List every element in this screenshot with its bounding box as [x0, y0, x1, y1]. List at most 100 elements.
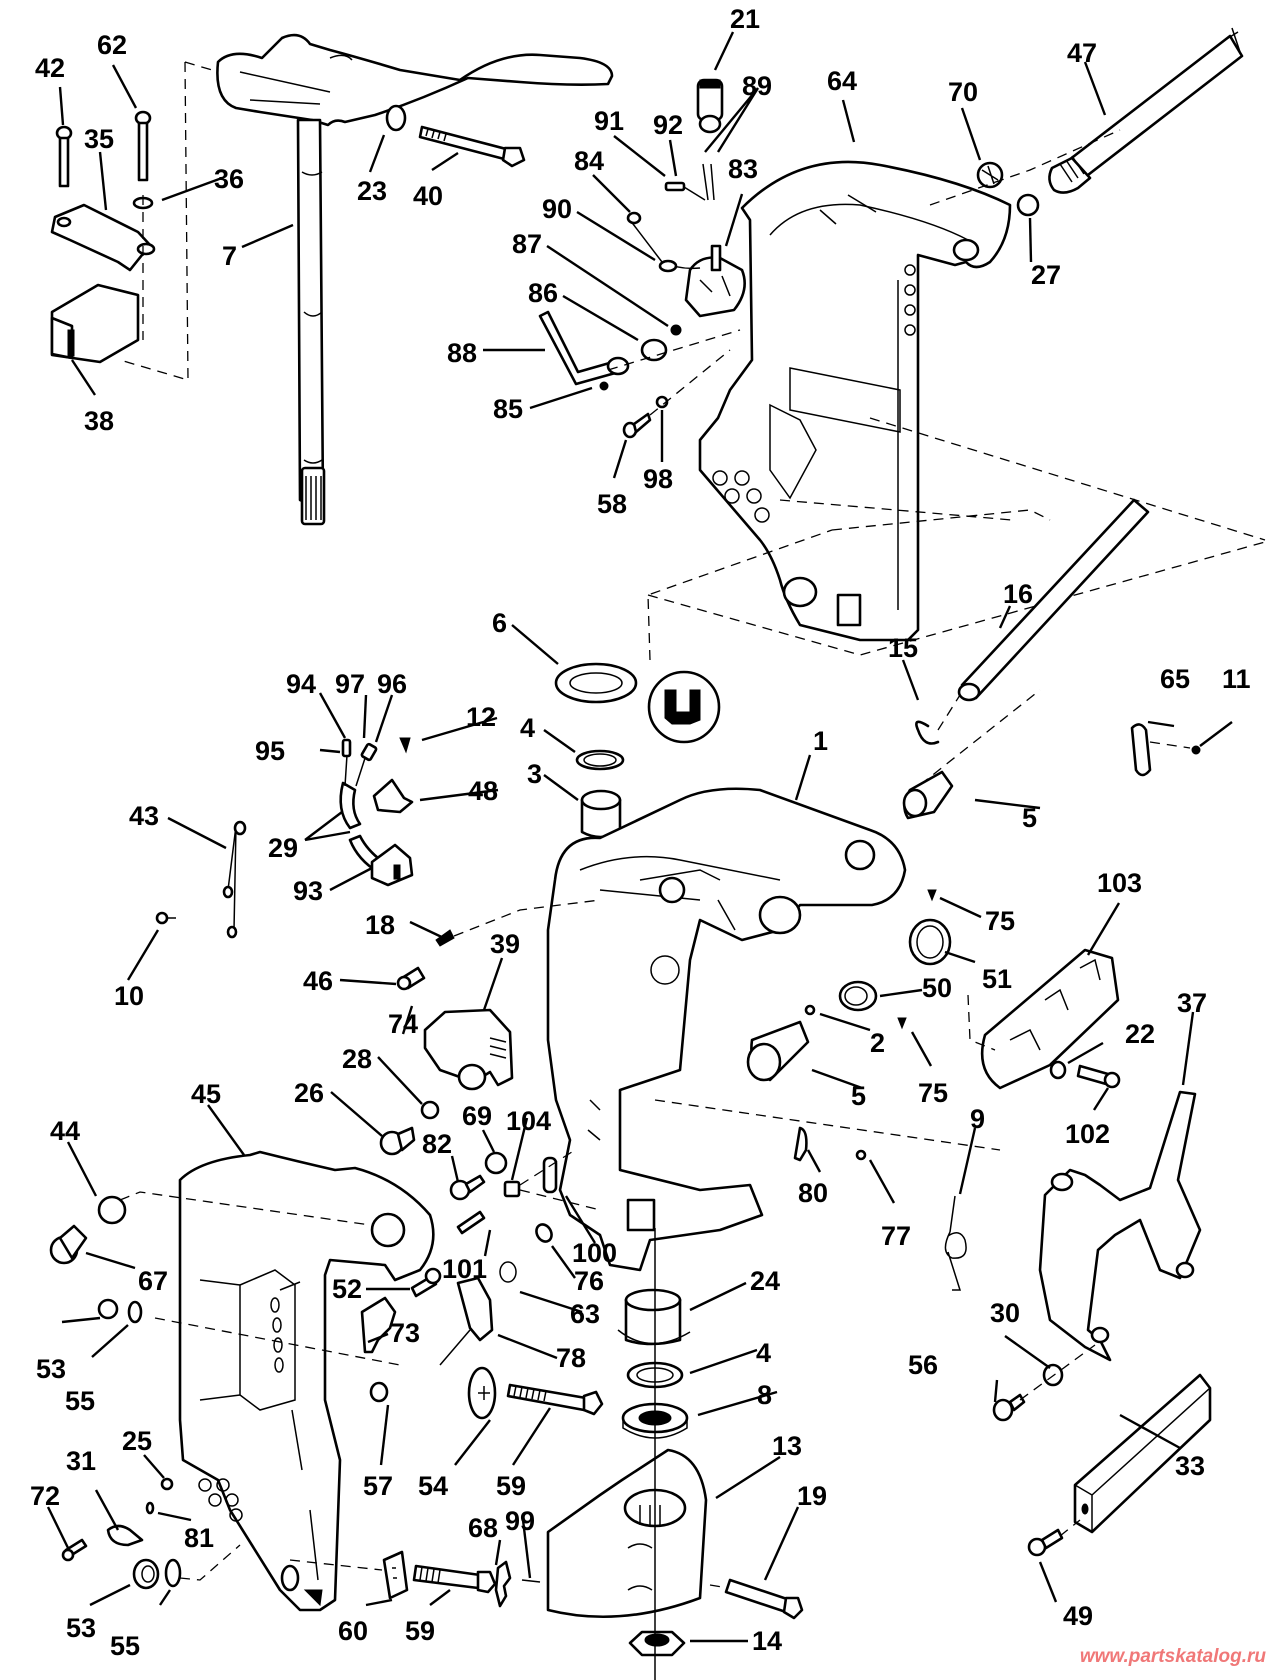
- callout-96: 96: [377, 669, 407, 699]
- part-63-ball: [499, 1261, 517, 1283]
- callout-99: 99: [505, 1506, 535, 1536]
- part-53-nut-lower: [132, 1558, 160, 1590]
- part-47-tilt-tube: [1048, 27, 1244, 194]
- callout-38: 38: [84, 406, 114, 436]
- callout-6: 6: [492, 608, 507, 638]
- callout-52: 52: [332, 1274, 362, 1304]
- part-73-latch: [360, 1296, 397, 1354]
- callout-87: 87: [512, 229, 542, 259]
- part-56-screw: [992, 1393, 1026, 1422]
- part-75-screw-lower: [897, 1017, 907, 1030]
- part-39-trim-block: [423, 1008, 514, 1091]
- part-21-switch: [696, 78, 724, 134]
- part-steering-shaft: [216, 33, 614, 526]
- part-86-bushing: [640, 338, 668, 362]
- part-80-clip: [793, 1126, 808, 1162]
- part-45-stern-bracket: [178, 1150, 435, 1612]
- part-50-bushing: [838, 980, 878, 1012]
- part-48-bracket: [372, 778, 414, 814]
- callout-102: 102: [1065, 1119, 1110, 1149]
- callout-93: 93: [293, 876, 323, 906]
- part-26-knob: [379, 1126, 416, 1156]
- part-85-ball: [599, 381, 609, 391]
- callout-72: 72: [30, 1481, 60, 1511]
- part-58-screw: [622, 412, 652, 439]
- callout-23: 23: [357, 176, 387, 206]
- callout-86: 86: [528, 278, 558, 308]
- callout-40: 40: [413, 181, 443, 211]
- part-42-bolt: [55, 125, 73, 188]
- callout-94: 94: [286, 669, 316, 699]
- callout-63: 63: [570, 1299, 600, 1329]
- callout-labels: 42 62 35 36 38 7 23 40 21 89 91 92 84 83…: [30, 4, 1251, 1661]
- part-100-plate: [542, 1156, 558, 1194]
- part-51-bushing: [908, 918, 952, 966]
- part-9-spring: [944, 1195, 967, 1291]
- callout-65: 65: [1160, 664, 1190, 694]
- part-12-screw: [399, 737, 411, 754]
- callout-25: 25: [122, 1426, 152, 1456]
- part-23-washer: [385, 104, 407, 132]
- part-65-link: [1130, 723, 1152, 777]
- callout-60: 60: [338, 1616, 368, 1646]
- callout-82: 82: [422, 1129, 452, 1159]
- callout-45: 45: [191, 1079, 221, 1109]
- callout-78: 78: [556, 1343, 586, 1373]
- part-19-bolt: [724, 1578, 804, 1620]
- part-43-ground-lead: [222, 820, 247, 939]
- callout-53-upper: 53: [36, 1354, 66, 1384]
- callout-22: 22: [1125, 1019, 1155, 1049]
- callout-81: 81: [184, 1523, 214, 1553]
- callout-104: 104: [506, 1106, 551, 1136]
- part-99-pin: [521, 1579, 541, 1583]
- callout-58: 58: [597, 489, 627, 519]
- part-53-nut-upper: [97, 1298, 119, 1320]
- part-75-screw-upper: [927, 889, 937, 902]
- callout-44: 44: [50, 1116, 80, 1146]
- part-78-lever: [439, 1276, 494, 1366]
- part-70-nut: [976, 161, 1004, 189]
- callout-85: 85: [493, 394, 523, 424]
- callout-49: 49: [1063, 1601, 1093, 1631]
- callout-50: 50: [922, 973, 952, 1003]
- part-2-screw: [804, 1004, 816, 1016]
- callout-101: 101: [442, 1254, 487, 1284]
- part-14-nut: [628, 1630, 686, 1657]
- part-38-electronic-module: [50, 283, 140, 364]
- watermark-url: www.partskatalog.ru: [1079, 1646, 1266, 1667]
- callout-75-upper: 75: [985, 906, 1015, 936]
- callout-74: 74: [388, 1009, 418, 1039]
- callout-5-upper: 5: [1022, 803, 1037, 833]
- callout-8: 8: [757, 1380, 772, 1410]
- part-89-wires: [702, 163, 715, 201]
- callout-55-lower: 55: [110, 1631, 140, 1661]
- part-5-bushing-upper: [902, 770, 954, 820]
- part-69-bushing: [484, 1151, 508, 1175]
- callout-55-upper: 55: [65, 1386, 95, 1416]
- part-88-lever: [538, 310, 630, 386]
- callout-12: 12: [466, 702, 496, 732]
- part-103-bracket: [980, 948, 1120, 1090]
- part-64-bracket-housing: [698, 160, 1012, 642]
- part-10-screw: [155, 911, 176, 925]
- callout-35: 35: [84, 124, 114, 154]
- part-13-lower-mount: [546, 1448, 708, 1619]
- part-59-bolt-lower: [412, 1564, 497, 1594]
- part-102-bolt: [1076, 1064, 1121, 1089]
- part-33-pad: [1073, 1373, 1212, 1534]
- callout-80: 80: [798, 1178, 828, 1208]
- part-44-nut: [97, 1195, 127, 1225]
- callout-43: 43: [129, 801, 159, 831]
- callout-14: 14: [752, 1626, 782, 1656]
- callout-100: 100: [572, 1238, 617, 1268]
- part-1-swivel-bracket: [546, 787, 907, 1272]
- callout-73: 73: [390, 1318, 420, 1348]
- part-35-cover-plate: [50, 203, 156, 272]
- callout-64: 64: [827, 66, 857, 96]
- callout-59-lower: 59: [405, 1616, 435, 1646]
- part-29-harness: [339, 751, 388, 874]
- part-55-washer-upper: [127, 1300, 143, 1324]
- callout-48: 48: [468, 776, 498, 806]
- callout-4-lower: 4: [756, 1338, 771, 1368]
- part-15-retaining-ring: [915, 720, 940, 745]
